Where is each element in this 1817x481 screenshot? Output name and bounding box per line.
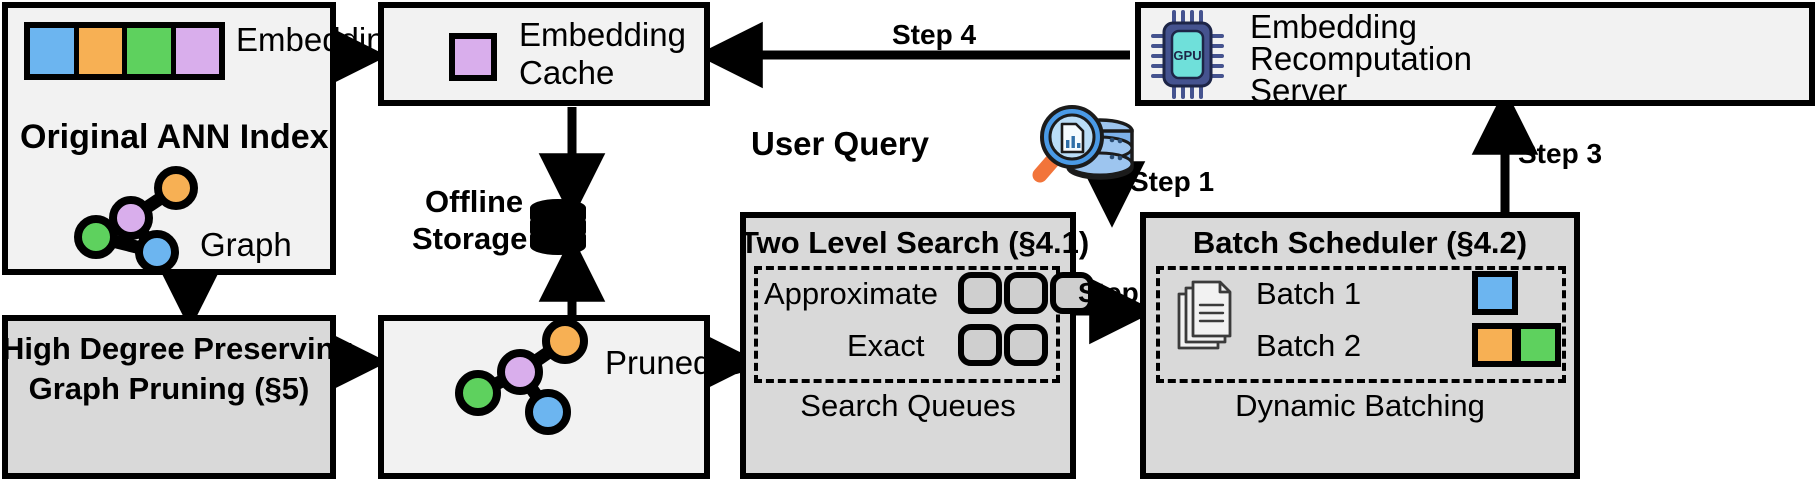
embedding-cell-blue: [30, 28, 79, 74]
offline-storage-line1: Offline: [425, 184, 524, 219]
dynamic-batching-panel: [1156, 266, 1566, 383]
step3-label: Step 3: [1518, 138, 1603, 169]
embedding-cache-box: [378, 2, 710, 106]
two-level-search-title: Two Level Search (§4.1): [740, 225, 1090, 260]
exact-slot-2[interactable]: [1004, 324, 1048, 366]
embedding-cache-swatch: [449, 33, 497, 81]
recomputation-server-box: [1135, 2, 1815, 106]
offline-storage-line2: Storage: [412, 221, 528, 256]
approximate-slot-3[interactable]: [1050, 272, 1094, 314]
original-ann-index-title: Original ANN Index: [20, 118, 329, 156]
batch-1-label: Batch 1: [1256, 276, 1362, 311]
approximate-slot-2[interactable]: [1004, 272, 1048, 314]
graph-pruning-box: [2, 315, 336, 479]
approximate-slot-1[interactable]: [958, 272, 1002, 314]
batch-2-item-orange: [1472, 323, 1518, 367]
batch-scheduler-title: Batch Scheduler (§4.2): [1192, 225, 1528, 260]
embedding-cell-green: [127, 28, 176, 74]
batch-2-item-green: [1515, 323, 1561, 367]
step4-label: Step 4: [892, 19, 977, 50]
embedding-cell-orange: [78, 28, 127, 74]
recomputation-server-line2: Recomputation: [1250, 40, 1472, 77]
batch-2-label: Batch 2: [1256, 328, 1362, 363]
batch-1-item-blue: [1472, 271, 1518, 315]
exact-label: Exact: [847, 328, 925, 363]
embedding-strip: [24, 22, 225, 80]
dynamic-batching-footer: Dynamic Batching: [1235, 388, 1485, 423]
pruned-graph-box: [378, 315, 710, 479]
graph-pruning-line1: High Degree Preserving: [2, 331, 354, 366]
exact-slots: [958, 324, 1048, 366]
batch-2-swatches: [1472, 323, 1561, 367]
search-queues-footer: Search Queues: [800, 388, 1016, 423]
embedding-cache-line2: Cache: [519, 54, 615, 91]
embedding-cell-purple: [175, 28, 219, 74]
embedding-label: Embedding: [236, 21, 403, 58]
approximate-slots: [958, 272, 1094, 314]
user-query-label: User Query: [751, 125, 929, 162]
recomputation-server-line3: Server: [1250, 72, 1348, 109]
step1-label: Step 1: [1130, 166, 1215, 197]
search-queues-panel: [754, 266, 1060, 383]
recomputation-server-line1: Embedding: [1250, 8, 1417, 45]
approximate-label: Approximate: [764, 276, 939, 311]
batch-1-swatches: [1472, 271, 1518, 315]
query-db-stack: [1066, 118, 1134, 180]
graph-pruning-line2: Graph Pruning (§5): [28, 371, 310, 406]
exact-slot-1[interactable]: [958, 324, 1002, 366]
graph-label: Graph: [200, 226, 292, 263]
embedding-cache-line1: Embedding: [519, 16, 686, 53]
